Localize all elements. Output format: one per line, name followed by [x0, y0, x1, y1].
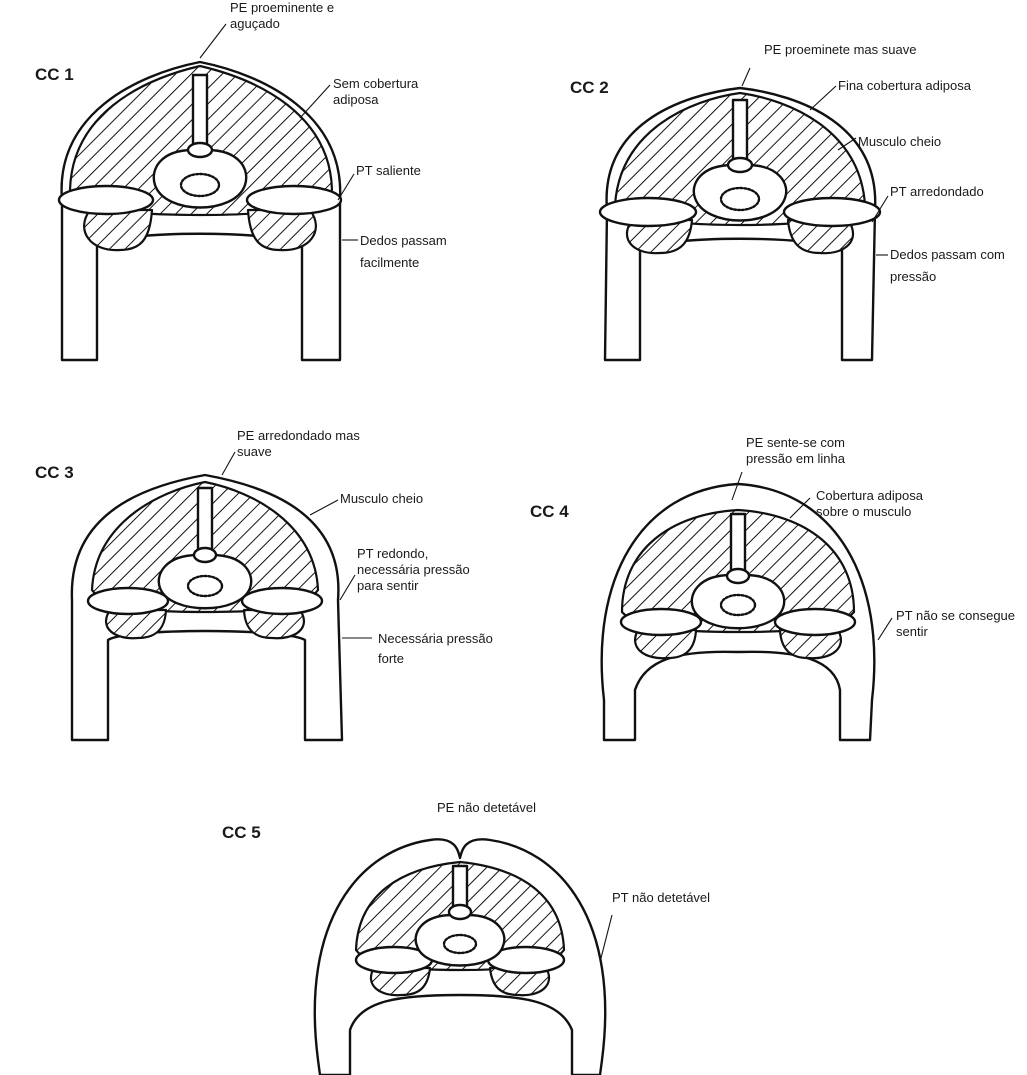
label-cc4-pt: PT não se consegue sentir [896, 608, 1019, 639]
label-cc1-pe: PE proeminente e aguçado [230, 0, 338, 31]
diagram-cc5: CC 5 PE não detetável PT não detetável [222, 800, 710, 1075]
title-cc2: CC 2 [570, 78, 609, 97]
label-cc5-pt: PT não detetável [612, 890, 710, 905]
label-cc5-pe: PE não detetável [437, 800, 536, 815]
label-cc4-cover: Cobertura adiposa sobre o musculo [816, 488, 927, 519]
diagram-cc1: CC 1 PE proeminente e aguçado Sem cobert… [35, 0, 450, 360]
cross-section-cc1 [59, 62, 341, 360]
label-cc2-fingers: Dedos passam com pressão [890, 247, 1009, 284]
title-cc4: CC 4 [530, 502, 569, 521]
cross-section-cc5 [315, 839, 605, 1075]
label-cc1-pt: PT saliente [356, 163, 421, 178]
label-cc3-pt: PT redondo, necessária pressão para sent… [357, 546, 473, 593]
title-cc5: CC 5 [222, 823, 261, 842]
cross-section-cc3 [72, 475, 342, 740]
diagram-cc2: CC 2 PE proeminete mas suave Fina cobert… [570, 42, 1009, 360]
label-cc4-pe: PE sente-se com pressão em linha [746, 435, 849, 466]
cross-section-cc4 [602, 484, 875, 740]
diagram-cc4: CC 4 PE sente-se com pressão em linha Co… [530, 435, 1019, 740]
label-cc3-pressure: Necessária pressão forte [378, 631, 497, 666]
label-cc3-muscle: Musculo cheio [340, 491, 423, 506]
cross-section-cc2 [600, 88, 880, 360]
label-cc1-cover: Sem cobertura adiposa [333, 76, 422, 107]
label-cc1-fingers: Dedos passam facilmente [360, 233, 450, 270]
label-cc2-pe: PE proeminete mas suave [764, 42, 916, 57]
label-cc3-pe: PE arredondado mas suave [237, 428, 363, 459]
diagram-cc3: CC 3 PE arredondado mas suave Musculo ch… [35, 428, 497, 740]
label-cc2-cover: Fina cobertura adiposa [838, 78, 972, 93]
label-cc2-muscle: Musculo cheio [858, 134, 941, 149]
title-cc1: CC 1 [35, 65, 74, 84]
label-cc2-pt: PT arredondado [890, 184, 984, 199]
title-cc3: CC 3 [35, 463, 74, 482]
